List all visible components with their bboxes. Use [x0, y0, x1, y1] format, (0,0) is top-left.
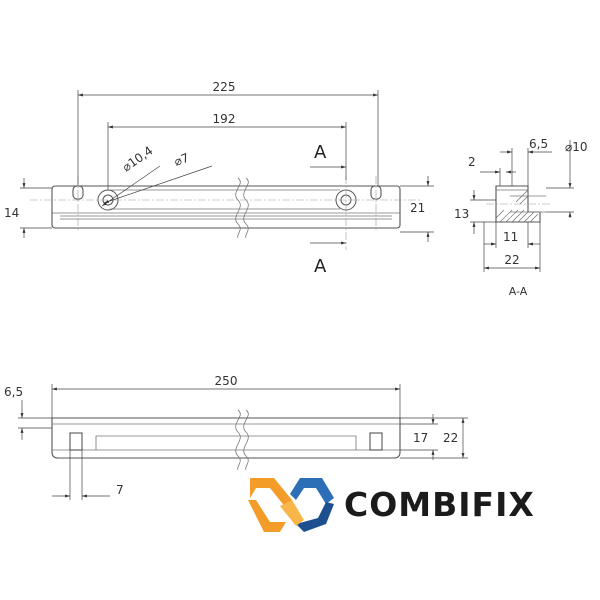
top-view-body — [51, 185, 401, 229]
dim-192: 192 — [213, 112, 236, 126]
top-view: 225 192 ⌀10,4 ⌀7 14 21 A A — [4, 80, 434, 277]
section-view: ⌀10 6,5 2 13 11 22 A-A — [454, 137, 588, 298]
break-line-front — [235, 409, 241, 471]
dim-11: 11 — [503, 230, 518, 244]
section-label-bottom: A — [314, 256, 327, 277]
dim-diameter-7: ⌀7 — [172, 151, 191, 169]
dim-13: 13 — [454, 207, 469, 221]
section-label-top: A — [314, 142, 327, 163]
dim-14: 14 — [4, 206, 19, 220]
break-line — [235, 177, 241, 239]
brand-name: COMBIFIX — [344, 485, 535, 524]
dim-2: 2 — [468, 155, 476, 169]
dim-22-front: 22 — [443, 431, 458, 445]
dim-7: 7 — [116, 483, 124, 497]
left-slot — [69, 432, 83, 451]
dim-6-5-front: 6,5 — [4, 385, 23, 399]
dim-diameter-10-4: ⌀10,4 — [120, 144, 156, 175]
right-slot — [369, 432, 383, 451]
front-view: 250 6,5 17 22 7 — [4, 374, 468, 500]
dim-22-section: 22 — [504, 253, 519, 267]
dim-17: 17 — [413, 431, 428, 445]
dim-6-5-section: 6,5 — [529, 137, 548, 151]
dim-225: 225 — [213, 80, 236, 94]
dim-21: 21 — [410, 201, 425, 215]
combifix-emblem-icon — [248, 478, 334, 532]
front-view-body — [51, 417, 401, 459]
section-caption: A-A — [509, 285, 528, 298]
section-hatch — [495, 189, 539, 223]
dim-diameter-10: ⌀10 — [565, 140, 588, 154]
dim-250: 250 — [215, 374, 238, 388]
combifix-logo: COMBIFIX — [248, 478, 535, 532]
